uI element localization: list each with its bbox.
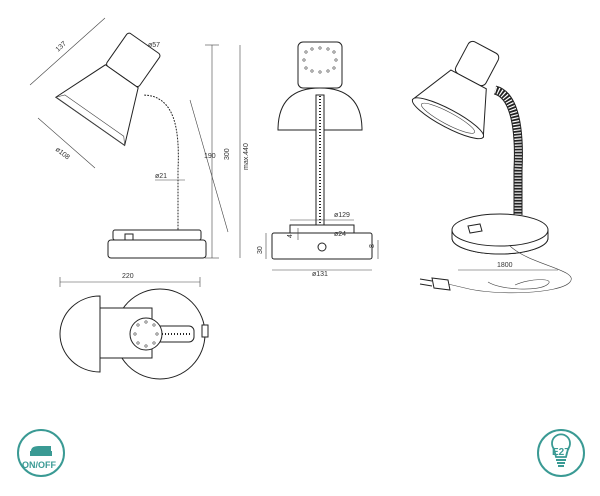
top-diameter-dim: ø129 [334, 212, 350, 219]
neck-length-dim: 190 [204, 153, 216, 160]
cable-length-dim: 1800 [497, 262, 513, 269]
shade-length-dim: 137 [55, 40, 68, 53]
side-view: 137 ø57 ø108 ø21 190 300 max.440 [29, 17, 250, 259]
socket-diameter-dim: ø57 [148, 42, 160, 49]
on-off-badge: ON/OFF [17, 429, 65, 477]
base-offset-dim: 4 [287, 234, 294, 238]
max-height-dim: max.440 [243, 143, 250, 170]
base-diameter-dim: ø131 [312, 271, 328, 278]
on-off-label: ON/OFF [22, 460, 56, 470]
shade-diameter-dim: ø108 [54, 146, 71, 161]
base-height-dim: 30 [257, 246, 264, 254]
neck-diameter-dim: ø21 [155, 173, 167, 180]
e27-badge: E27 [537, 429, 585, 477]
switch-icon [29, 445, 52, 456]
front-view: ø129 ø24 4 30 8 ø131 [257, 41, 379, 278]
e27-label: E27 [552, 447, 570, 458]
plan-width-dim: 220 [122, 273, 134, 280]
height-dim: 300 [224, 148, 231, 160]
base-lip-dim: 8 [369, 244, 376, 248]
bulb-icon [550, 433, 571, 467]
plan-view: 220 [59, 273, 209, 380]
stem-diameter-dim: ø24 [334, 231, 346, 238]
perspective-view: 1800 [411, 40, 572, 294]
